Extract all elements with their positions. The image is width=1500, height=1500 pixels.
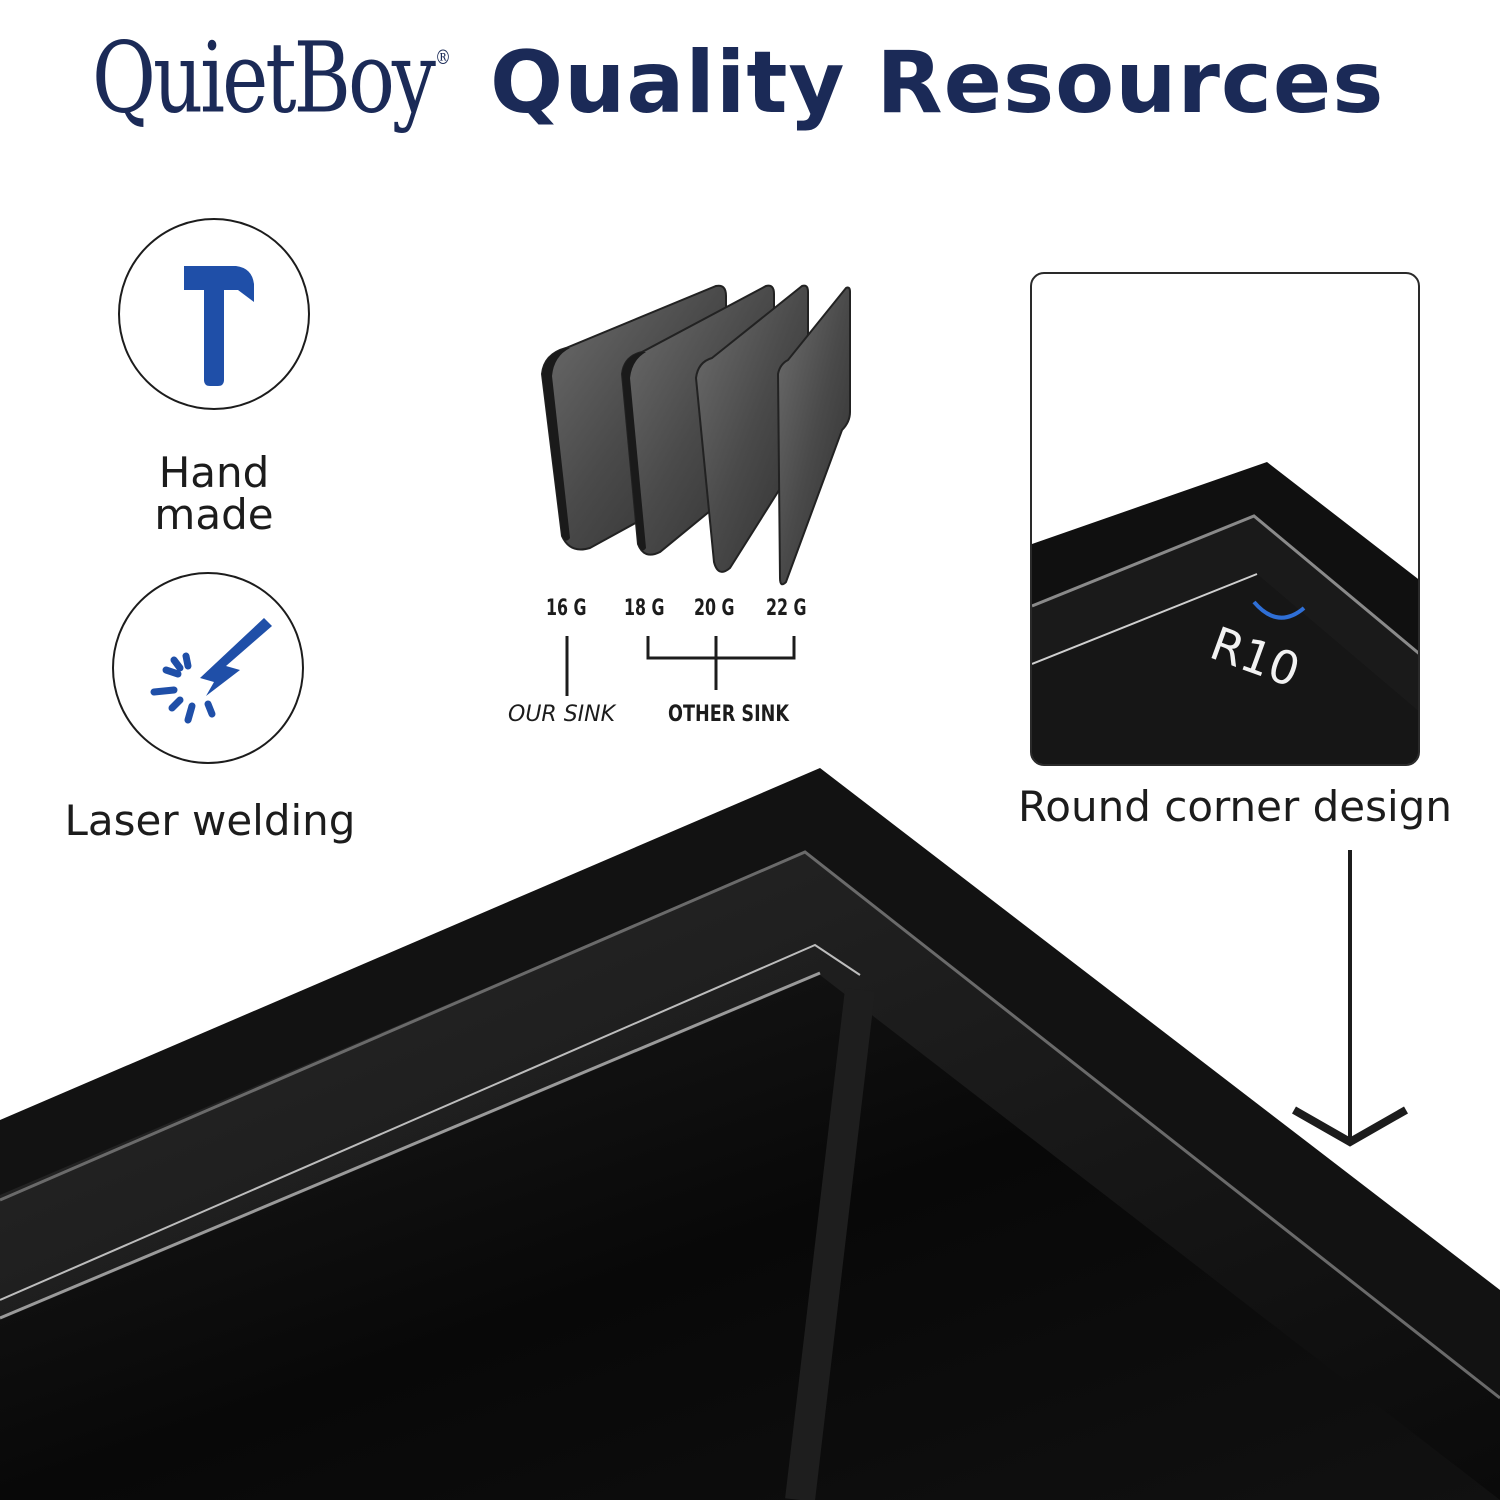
feature-label-hand-made: Hand made (154, 448, 274, 539)
gauge-bracket-lines (565, 636, 796, 696)
arrow-down-icon (1292, 850, 1408, 1147)
corner-detail-image (1032, 462, 1418, 764)
other-sink-label: OTHER SINK (668, 702, 789, 727)
registered-mark: ® (434, 45, 451, 69)
gauge-label-18g: 18 G (624, 596, 665, 621)
round-corner-caption: Round corner design (1018, 782, 1452, 831)
page-title: Quality Resources (490, 33, 1385, 133)
hammer-icon (184, 266, 254, 386)
brand-name: QuietBoy (92, 22, 436, 135)
hand-made-badge (118, 218, 310, 410)
our-sink-label: OUR SINK (508, 702, 616, 727)
gauge-plates-image (540, 284, 851, 586)
brand-logo: QuietBoy® (92, 30, 451, 128)
feature-label-laser-welding: Laser welding (64, 796, 356, 845)
gauge-label-20g: 20 G (694, 596, 735, 621)
round-corner-inset: R10 (1030, 272, 1420, 766)
laser-welding-icon (150, 618, 272, 724)
gauge-label-22g: 22 G (766, 596, 807, 621)
laser-welding-badge (112, 572, 304, 764)
gauge-label-16g: 16 G (546, 596, 587, 621)
